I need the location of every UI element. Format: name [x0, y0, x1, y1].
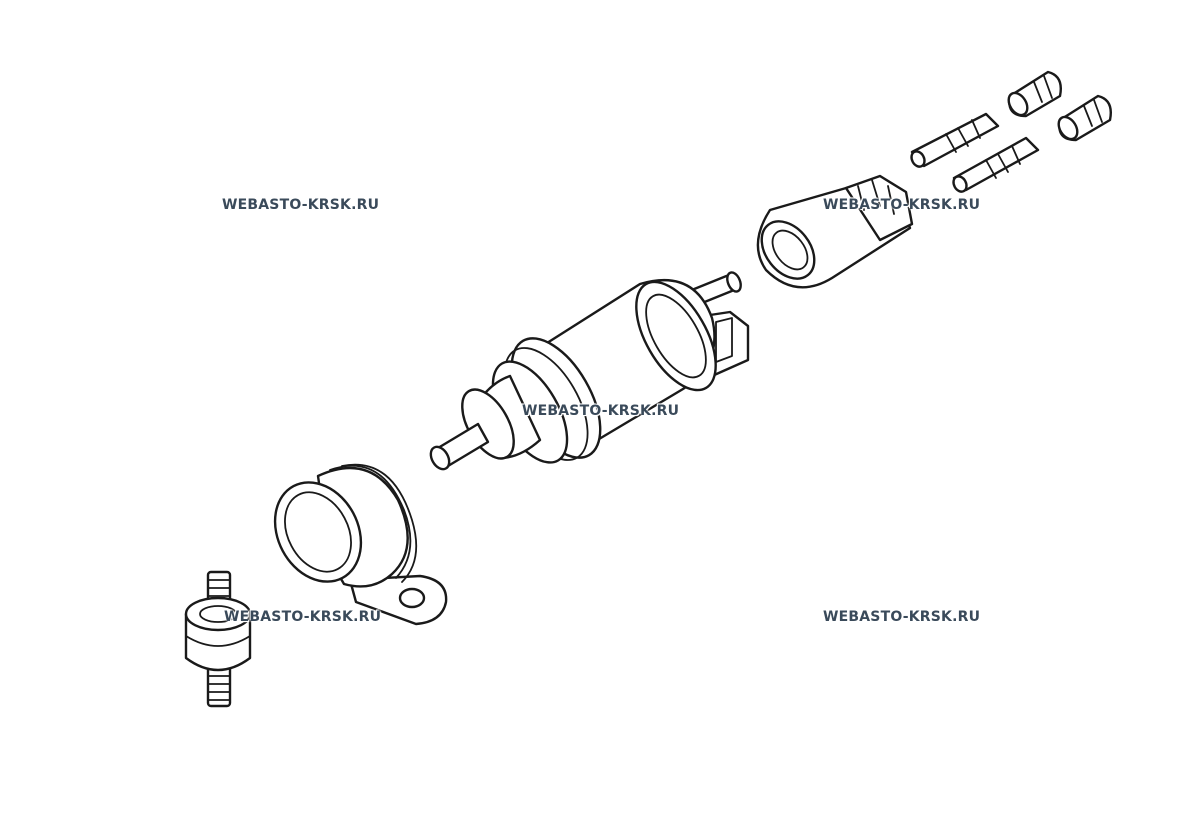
watermark-text: WEBASTO-KRSK.RU: [823, 197, 981, 213]
wire-seal-icon: [1057, 94, 1112, 142]
watermark-text: WEBASTO-KRSK.RU: [224, 609, 382, 625]
terminal-pin-icon: [910, 112, 1000, 168]
watermark-text: WEBASTO-KRSK.RU: [222, 197, 380, 213]
pipe-clamp-icon: [273, 463, 448, 626]
connector-housing-icon: [756, 174, 914, 289]
watermark-text: WEBASTO-KRSK.RU: [522, 403, 680, 419]
watermark-text: WEBASTO-KRSK.RU: [823, 609, 981, 625]
rubber-mount-icon: [184, 570, 252, 708]
dosing-pump-icon: [429, 271, 750, 471]
terminal-pin-icon: [952, 136, 1040, 193]
wire-seal-icon: [1007, 70, 1062, 118]
